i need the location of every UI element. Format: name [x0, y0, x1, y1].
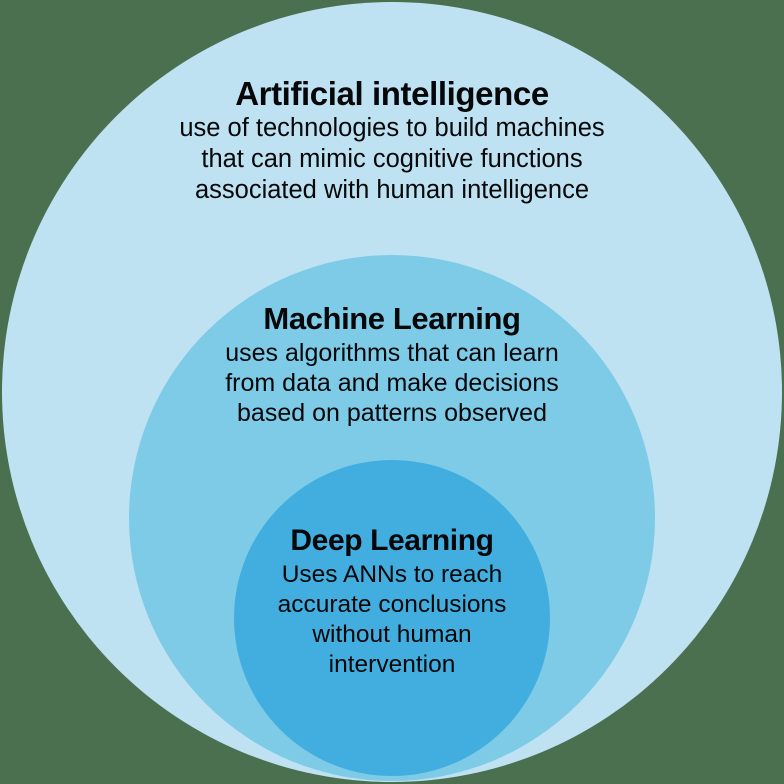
- description-line-dl-4: intervention: [328, 651, 456, 678]
- description-line-ml-1: uses algorithms that can learn: [225, 339, 559, 367]
- circle-deep-learning: [234, 460, 550, 776]
- description-line-ml-2: from data and make decisions: [225, 369, 559, 397]
- description-line-dl-1: Uses ANNs to reach: [281, 561, 503, 588]
- description-line-dl-3: without human: [312, 621, 472, 648]
- description-line-ml-3: based on patterns observed: [237, 399, 547, 427]
- label-group-artificial-intelligence: Artificial intelligence use of technolog…: [0, 74, 784, 206]
- description-line-dl-2: accurate conclusions: [277, 591, 507, 618]
- label-group-machine-learning: Machine Learning uses algorithms that ca…: [0, 300, 784, 428]
- heading-machine-learning: Machine Learning: [263, 301, 521, 336]
- heading-artificial-intelligence: Artificial intelligence: [235, 75, 549, 112]
- description-line-ai-3: associated with human intelligence: [194, 176, 590, 204]
- description-line-ai-1: use of technologies to build machines: [179, 114, 605, 142]
- label-group-deep-learning: Deep Learning Uses ANNs to reach accurat…: [0, 522, 784, 680]
- heading-deep-learning: Deep Learning: [290, 524, 494, 557]
- description-line-ai-2: that can mimic cognitive functions: [201, 145, 583, 173]
